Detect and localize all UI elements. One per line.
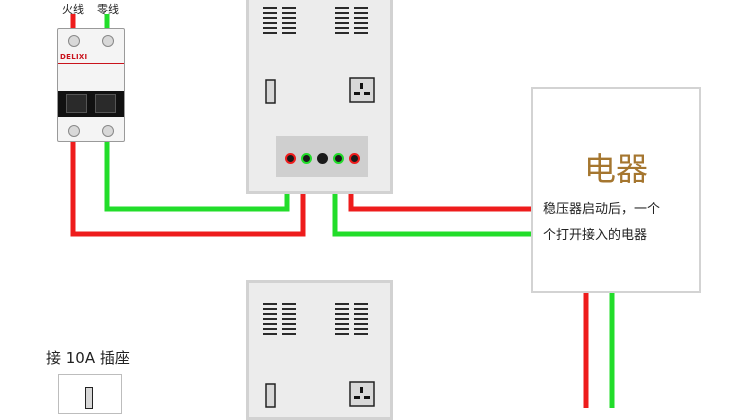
power-switch-icon — [265, 383, 276, 408]
power-switch-icon — [265, 79, 276, 104]
appliance-description-line-2: 个打开接入的电器 — [543, 228, 648, 243]
vent-grille-icon — [335, 303, 368, 335]
breaker-brand-label: DELIXI — [60, 53, 88, 61]
terminal-icon — [317, 153, 328, 164]
breaker-brand-line — [58, 63, 124, 64]
socket-10a — [58, 374, 122, 414]
appliance-title: 电器 — [583, 150, 648, 188]
circuit-breaker: DELIXI — [57, 28, 125, 142]
terminal-icon — [301, 153, 312, 164]
vent-grille-icon — [335, 7, 368, 34]
neutral-wire-label: 零线 — [97, 3, 119, 16]
appliance-box: 电器 稳压器启动后，一个 个打开接入的电器 — [531, 87, 701, 293]
breaker-toggle-icon[interactable] — [95, 94, 116, 113]
vent-grille-icon — [263, 303, 296, 335]
appliance-description-line-1: 稳压器启动后，一个 — [543, 202, 661, 217]
regulator-front-panel — [263, 7, 375, 104]
breaker-toggle-icon[interactable] — [66, 94, 87, 113]
outlet-icon — [349, 381, 375, 407]
breaker-screw-icon — [102, 125, 114, 137]
voltage-regulator-bottom — [246, 280, 393, 420]
breaker-screw-icon — [68, 125, 80, 137]
terminal-icon — [285, 153, 296, 164]
terminal-icon — [333, 153, 344, 164]
appliance-description: 稳压器启动后，一个 个打开接入的电器 — [543, 197, 660, 249]
terminal-icon — [349, 153, 360, 164]
live-wire-label: 火线 — [62, 3, 84, 16]
terminal-block — [276, 136, 368, 177]
breaker-screw-icon — [102, 35, 114, 47]
breaker-screw-icon — [68, 35, 80, 47]
voltage-regulator-top — [246, 0, 393, 194]
vent-grille-icon — [263, 7, 296, 34]
outlet-icon — [349, 77, 375, 103]
live-wire-breaker-to-regulator — [70, 134, 306, 237]
regulator-front-panel — [263, 303, 375, 408]
socket-slot-icon — [85, 387, 93, 409]
socket-caption: 接 10A 插座 — [46, 349, 130, 367]
